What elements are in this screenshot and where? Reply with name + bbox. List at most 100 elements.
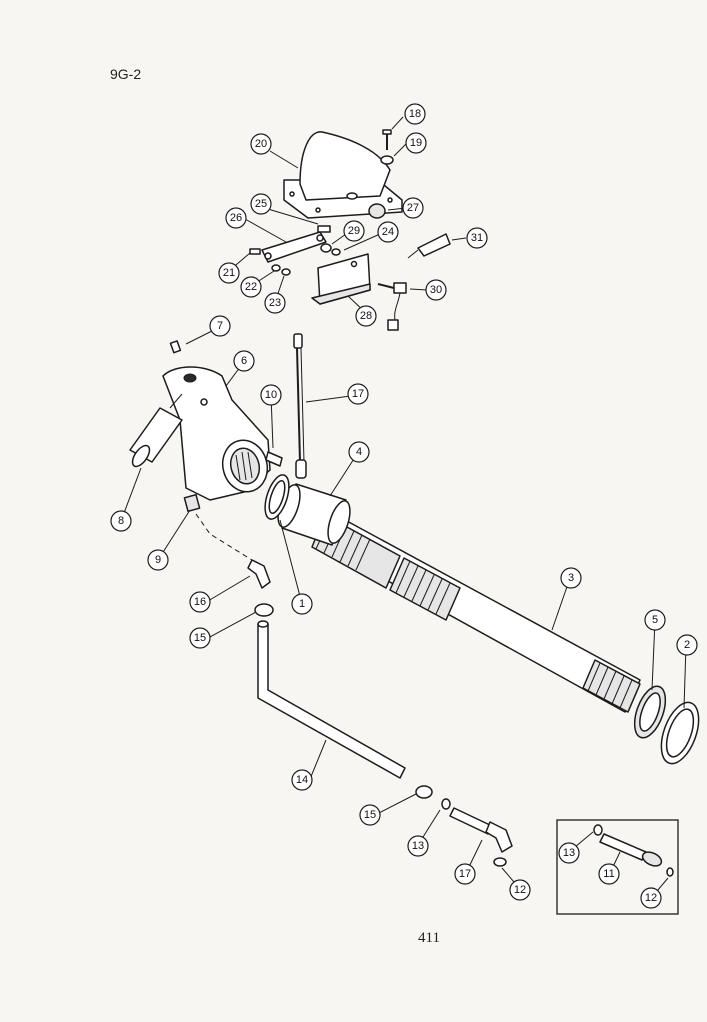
- svg-text:9: 9: [155, 554, 161, 566]
- main-shaft: [311, 514, 641, 713]
- callout-10: 10: [260, 384, 282, 406]
- cover-20: [283, 131, 403, 219]
- svg-text:28: 28: [360, 310, 372, 322]
- nut-15: [254, 603, 274, 617]
- svg-text:26: 26: [230, 212, 242, 224]
- svg-text:14: 14: [296, 774, 308, 786]
- fitting-10: [265, 451, 283, 467]
- svg-text:20: 20: [255, 138, 267, 150]
- inset-callout-11: 11: [598, 863, 620, 885]
- svg-text:4: 4: [356, 446, 362, 458]
- callout-19: 19: [405, 132, 427, 154]
- pin-25: [317, 225, 331, 233]
- callout-26: 26: [225, 207, 247, 229]
- elbow-16: [247, 559, 271, 589]
- link-26: [261, 231, 327, 263]
- page-number: 411: [418, 930, 440, 946]
- callout-2: 2: [676, 634, 698, 656]
- washer-29: [320, 243, 332, 253]
- plug-9: [183, 493, 201, 513]
- svg-text:6: 6: [241, 355, 247, 367]
- elbow-17: [449, 807, 513, 853]
- callout-4: 4: [348, 441, 370, 463]
- callout-30: 30: [425, 279, 447, 301]
- callout-15-lower: 15: [359, 804, 381, 826]
- pin-21: [249, 248, 261, 255]
- callout-13-lower: 13: [407, 835, 429, 857]
- callout-9: 9: [147, 549, 169, 571]
- svg-text:5: 5: [652, 614, 658, 626]
- svg-text:19: 19: [410, 137, 422, 149]
- callout-20: 20: [250, 133, 272, 155]
- callout-8: 8: [110, 510, 132, 532]
- svg-text:22: 22: [245, 281, 257, 293]
- svg-text:18: 18: [409, 108, 421, 120]
- inset-box: [556, 819, 679, 915]
- svg-text:27: 27: [407, 202, 419, 214]
- inset-parts: [593, 824, 674, 877]
- svg-text:16: 16: [194, 596, 206, 608]
- svg-text:13: 13: [563, 847, 575, 859]
- leader-lines: [120, 116, 687, 898]
- svg-text:10: 10: [265, 389, 277, 401]
- rod-17: [293, 333, 307, 479]
- bolt-7: [169, 340, 182, 354]
- callout-22: 22: [240, 276, 262, 298]
- bushing: [277, 483, 351, 546]
- svg-text:15: 15: [194, 632, 206, 644]
- grease-tube-31: [407, 233, 451, 259]
- callout-27: 27: [402, 197, 424, 219]
- svg-text:12: 12: [645, 892, 657, 904]
- svg-text:2: 2: [684, 639, 690, 651]
- washer-22: [271, 264, 281, 272]
- oring-13: [441, 798, 451, 810]
- svg-text:30: 30: [430, 284, 442, 296]
- callout-17-lower: 17: [454, 863, 476, 885]
- callout-12-lower: 12: [509, 879, 531, 901]
- section-label: 9G-2: [110, 66, 142, 82]
- callout-21: 21: [218, 262, 240, 284]
- bearing-ring: [633, 685, 667, 739]
- callout-25: 25: [250, 193, 272, 215]
- svg-text:13: 13: [412, 840, 424, 852]
- nut-24: [331, 248, 341, 256]
- svg-text:12: 12: [514, 884, 526, 896]
- inset-callout-13: 13: [558, 842, 580, 864]
- callout-18: 18: [404, 103, 426, 125]
- svg-text:23: 23: [269, 297, 281, 309]
- svg-text:21: 21: [223, 267, 235, 279]
- callout-29: 29: [343, 220, 365, 242]
- callout-17: 17: [347, 383, 369, 405]
- svg-text:25: 25: [255, 198, 267, 210]
- callout-5: 5: [644, 609, 666, 631]
- callout-16: 16: [189, 591, 211, 613]
- callout-7: 7: [209, 315, 231, 337]
- svg-text:17: 17: [352, 388, 364, 400]
- callout-31: 31: [466, 227, 488, 249]
- svg-text:1: 1: [299, 598, 305, 610]
- callout-24: 24: [377, 221, 399, 243]
- svg-text:31: 31: [471, 232, 483, 244]
- bolt-18: [382, 129, 392, 150]
- callout-6: 6: [233, 350, 255, 372]
- callout-28: 28: [355, 305, 377, 327]
- pto-housing: [162, 366, 271, 501]
- callout-14: 14: [291, 769, 313, 791]
- svg-text:11: 11: [603, 868, 614, 880]
- svg-text:7: 7: [217, 320, 223, 332]
- nut-15b: [415, 785, 433, 799]
- callout-1: 1: [291, 593, 313, 615]
- callout-23: 23: [264, 292, 286, 314]
- svg-text:17: 17: [459, 868, 471, 880]
- nut-23: [281, 268, 291, 276]
- oring-12: [493, 857, 507, 867]
- inset-callout-12: 12: [640, 887, 662, 909]
- switch-30: [377, 282, 407, 331]
- svg-text:24: 24: [382, 226, 394, 238]
- tube-14: [257, 620, 406, 779]
- svg-text:15: 15: [364, 809, 376, 821]
- outer-seal: [660, 701, 700, 765]
- svg-text:8: 8: [118, 515, 124, 527]
